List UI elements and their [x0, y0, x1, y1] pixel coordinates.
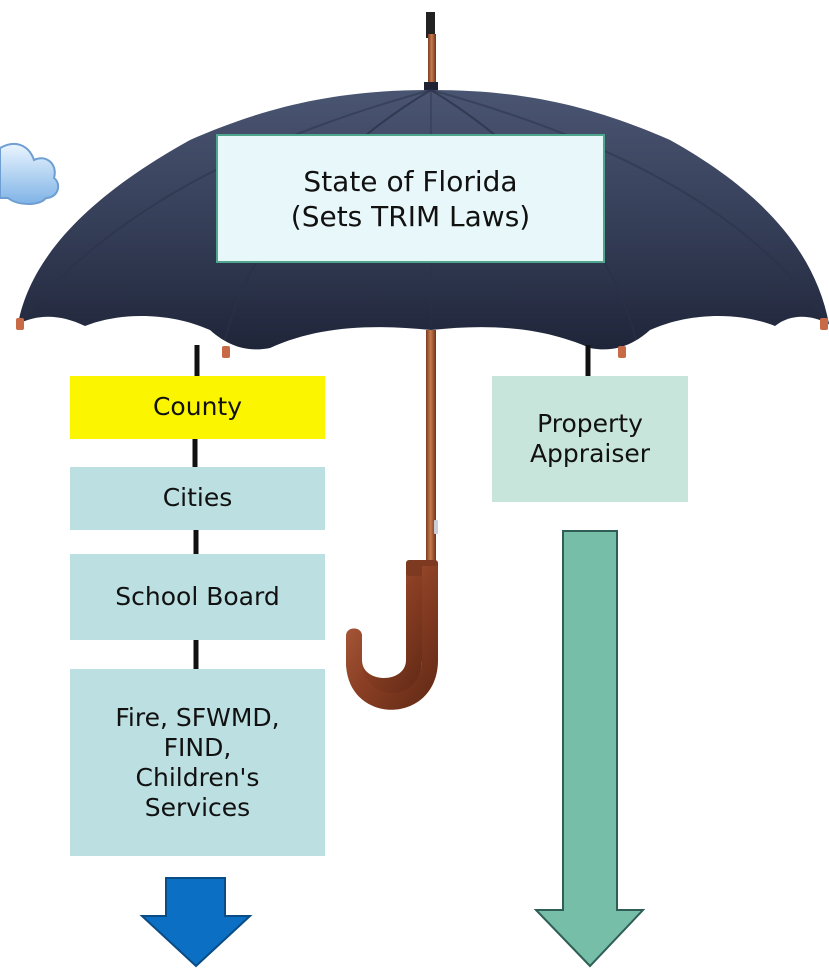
cloud-icon [0, 142, 60, 205]
school-board-box: School Board [70, 554, 325, 640]
county-label: County [152, 392, 243, 422]
cities-label: Cities [162, 483, 233, 513]
school-board-label: School Board [115, 581, 280, 611]
county-box: County [70, 376, 325, 439]
state-of-florida-box: State of Florida (Sets TRIM Laws) [216, 134, 605, 263]
down-arrow-icon [533, 530, 646, 968]
connector-lines [192, 345, 591, 669]
property-appraiser-box: Property Appraiser [492, 376, 688, 502]
special-districts-label: Fire, SFWMD, FIND, Children's Services [115, 702, 280, 822]
property-appraiser-label: Property Appraiser [529, 408, 651, 469]
cities-box: Cities [70, 467, 325, 530]
state-of-florida-label: State of Florida (Sets TRIM Laws) [290, 164, 531, 233]
special-districts-box: Fire, SFWMD, FIND, Children's Services [70, 669, 325, 856]
down-arrow-icon [139, 877, 253, 968]
